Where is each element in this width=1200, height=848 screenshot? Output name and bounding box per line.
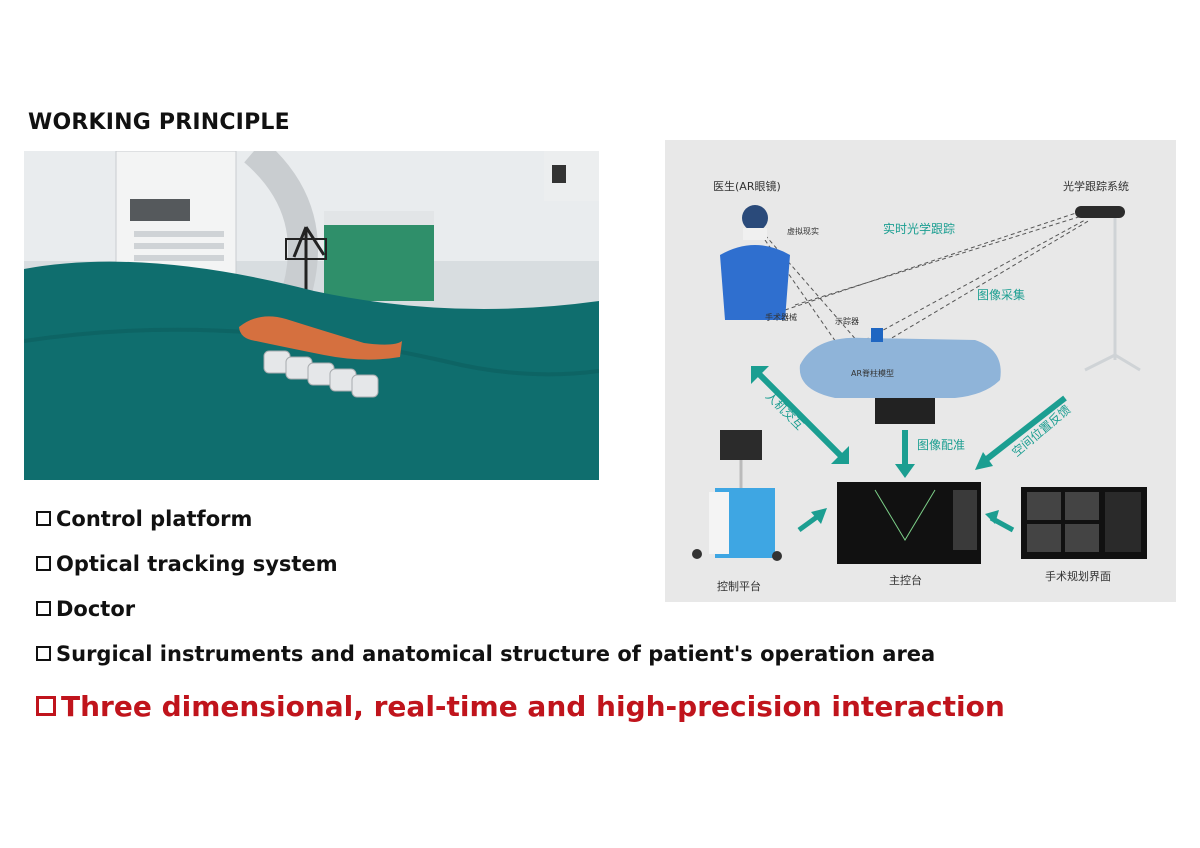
ar-surgery-photo xyxy=(24,151,599,480)
list-item-text: Doctor xyxy=(56,596,136,621)
checkbox-square-icon xyxy=(36,601,51,616)
highlight-item: Three dimensional, real-time and high-pr… xyxy=(36,678,1005,734)
main-console-label: 主控台 xyxy=(889,574,922,587)
system-diagram: 医生(AR眼镜) 光学跟踪系统 虚拟现实 实时光学跟踪 图像采集 手术器械 示踪… xyxy=(665,140,1176,602)
control-platform-label: 控制平台 xyxy=(717,580,761,593)
checkbox-square-icon xyxy=(36,556,51,571)
tracking-system-label: 光学跟踪系统 xyxy=(1063,180,1129,193)
control-platform-cart xyxy=(692,430,782,561)
doctor-label: 医生(AR眼镜) xyxy=(713,180,781,193)
planning-ui-label: 手术规划界面 xyxy=(1045,570,1111,583)
list-item: Optical tracking system xyxy=(36,541,1005,586)
optical-tracker-stand xyxy=(1075,206,1141,372)
patient-table xyxy=(799,328,1001,424)
list-item: Surgical instruments and anatomical stru… xyxy=(36,631,1005,676)
list-item: Doctor xyxy=(36,586,1005,631)
instrument-label: 手术器械 xyxy=(765,313,797,322)
tracer-label: 示踪器 xyxy=(835,317,859,326)
planning-ui-screen xyxy=(1021,487,1147,559)
section-heading: WORKING PRINCIPLE xyxy=(28,110,290,135)
image-registration-label: 图像配准 xyxy=(917,438,966,452)
virtual-reality-label: 虚拟现实 xyxy=(787,227,819,236)
doctor-figure xyxy=(720,205,790,320)
image-acquisition-label: 图像采集 xyxy=(977,288,1026,302)
list-item-text: Surgical instruments and anatomical stru… xyxy=(56,641,936,666)
highlight-text: Three dimensional, real-time and high-pr… xyxy=(61,689,1005,723)
spine-model-label: AR脊柱模型 xyxy=(851,369,895,378)
checkbox-square-icon xyxy=(36,646,51,661)
feature-list: Control platform Optical tracking system… xyxy=(36,496,1005,734)
checkbox-square-icon xyxy=(36,511,51,526)
checkbox-square-icon xyxy=(36,696,56,716)
realtime-tracking-label: 实时光学跟踪 xyxy=(883,222,956,236)
main-console-screen xyxy=(837,482,981,564)
list-item-text: Optical tracking system xyxy=(56,551,338,576)
list-item: Control platform xyxy=(36,496,1005,541)
list-item-text: Control platform xyxy=(56,506,253,531)
